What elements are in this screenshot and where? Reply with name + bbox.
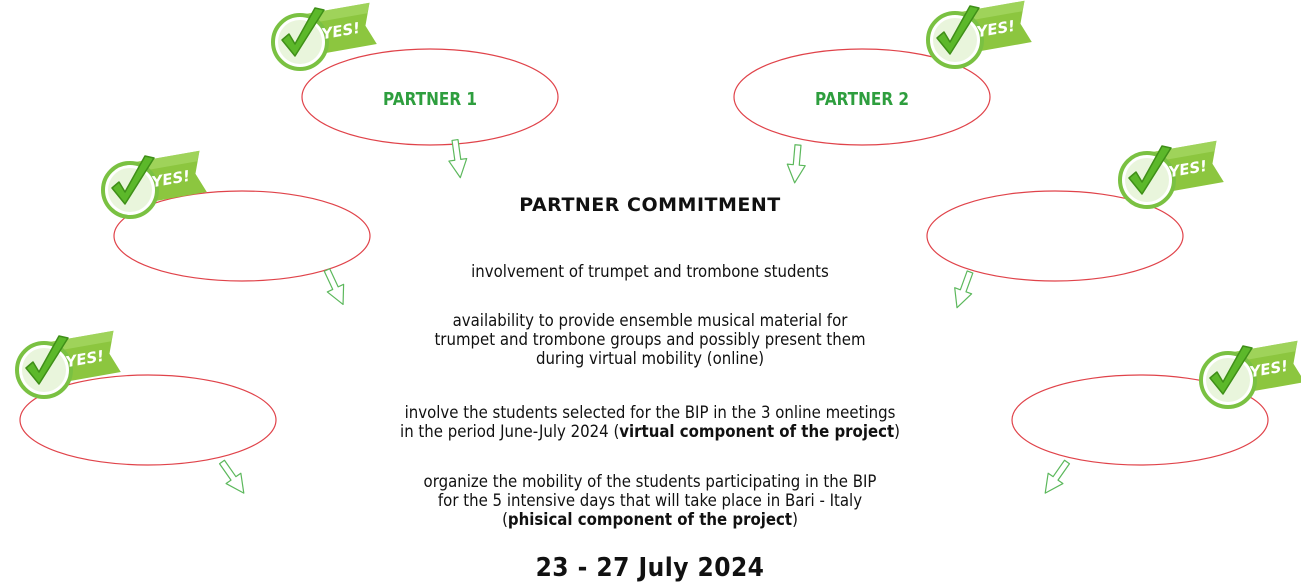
partner-left-mid-arrow: [318, 265, 352, 309]
commitment-item-4-line-3-pre: (: [502, 510, 508, 530]
commitment-item-1-text: involvement of trumpet and trombone stud…: [471, 262, 829, 282]
commitment-item-3-line-1: involve the students selected for the BI…: [404, 403, 896, 423]
partner-right-mid-arrow: [947, 268, 980, 312]
event-date: 23 - 27 July 2024: [535, 553, 765, 583]
commitment-item-3-emphasis: virtual component of the project: [619, 422, 895, 442]
commitment-item-3-line-2: in the period June-July 2024 (virtual co…: [368, 423, 931, 442]
partner-1-label: PARTNER 1: [383, 88, 477, 110]
commitment-item-1: involvement of trumpet and trombone stud…: [368, 263, 931, 282]
partner-2-ellipse: [733, 48, 991, 146]
partner-left-mid-check-badge: YES!: [101, 148, 209, 219]
commitment-item-2-line-2: trumpet and trombone groups and possibly…: [434, 330, 866, 350]
partner-left-low-check-badge: YES!: [15, 328, 123, 399]
partner-right-low-check-badge: YES!: [1199, 338, 1301, 409]
partner-1-ellipse: [301, 48, 559, 146]
partner-right-low-ellipse: [1011, 374, 1269, 466]
partner-left-low-ellipse: [19, 374, 277, 466]
partner-right-mid-ellipse: [926, 190, 1184, 282]
partner-right-mid-check-badge: YES!: [1118, 138, 1226, 209]
partner-2-check-badge: YES!: [926, 0, 1034, 69]
commitment-item-4-line-2: for the 5 intensive days that will take …: [437, 491, 863, 511]
partner-left-low-arrow: [214, 456, 252, 499]
commitment-item-2-line-1: availability to provide ensemble musical…: [452, 311, 848, 331]
commitment-item-2-line-3: during virtual mobility (online): [535, 349, 765, 369]
commitment-item-4-line-3: (phisical component of the project): [368, 511, 931, 530]
commitment-item-4-emphasis: phisical component of the project: [507, 510, 793, 530]
partner-2-arrow: [785, 143, 808, 185]
commitment-item-2: availability to provide ensemble musical…: [368, 312, 931, 369]
partner-right-low-arrow: [1037, 456, 1075, 499]
commitment-item-3-line-2-pre: in the period June-July 2024 (: [400, 422, 620, 442]
partner-1-check-badge: YES!: [271, 0, 379, 71]
commitment-item-3: involve the students selected for the BI…: [368, 404, 931, 442]
commitment-item-4-line-1: organize the mobility of the students pa…: [423, 472, 877, 492]
partner-left-mid-ellipse: [113, 190, 371, 282]
commitment-item-4-line-3-post: ): [792, 510, 798, 530]
commitment-title: PARTNER COMMITMENT: [519, 194, 781, 216]
partner-2-label: PARTNER 2: [815, 88, 909, 110]
commitment-item-3-line-2-post: ): [894, 422, 900, 442]
commitment-item-4: organize the mobility of the students pa…: [368, 473, 931, 530]
